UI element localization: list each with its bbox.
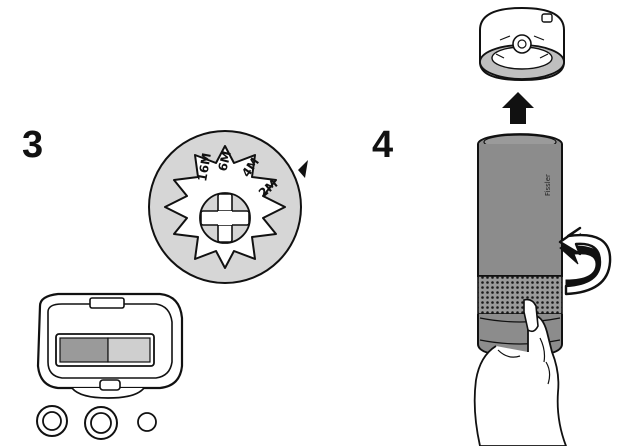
hand-thumb (523, 298, 539, 333)
dial-label-6m: 6M (215, 150, 234, 173)
body-mesh-band (477, 275, 563, 315)
step-3-number: 3 (22, 124, 44, 166)
grinder-body: Fissler (477, 133, 563, 358)
rotate-arrow-icon (558, 226, 612, 296)
step-4-number: 4 (372, 124, 394, 166)
base-slide-light (107, 337, 151, 363)
grinder-top-cap (479, 6, 565, 82)
dial-label-16m: 16M (195, 152, 214, 183)
up-arrow-icon (502, 92, 534, 124)
brand-label: Fissler (544, 174, 552, 196)
base-tab (89, 297, 125, 309)
dial-pointer-arrow (298, 160, 308, 178)
grinder-base-part (36, 292, 184, 399)
base-lip (71, 387, 145, 399)
hand-illustration (473, 298, 567, 446)
seal-rings (36, 405, 157, 440)
base-notch (99, 379, 121, 391)
body-cylinder (477, 144, 563, 277)
grind-dial[interactable]: 16M 6M 4M 2M (148, 130, 308, 284)
dial-cross-hub (199, 192, 251, 244)
base-slide-dark (59, 337, 109, 363)
ring-small-icon (137, 412, 157, 432)
